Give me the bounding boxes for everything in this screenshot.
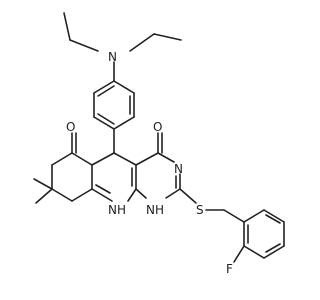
ring-nh-label: NH <box>146 203 164 217</box>
fluorobenzyl-group <box>205 209 285 263</box>
molecule-structure: N O O N S NH NH F <box>33 12 285 276</box>
amine-nitrogen-label: N <box>108 50 117 64</box>
atom-labels: N O O N S NH NH F <box>66 50 233 276</box>
pyrimidine-ring <box>135 132 197 204</box>
amide-oxygen-label: O <box>153 120 162 134</box>
sulfur-label: S <box>196 203 204 217</box>
molecule-canvas: N O O N S NH NH F <box>33 12 285 276</box>
cyclohexenone-ring <box>33 132 93 204</box>
ring-nitrogen-label: N <box>174 162 183 176</box>
central-ring <box>91 152 137 202</box>
fluorine-label: F <box>226 262 233 276</box>
diethylamino-group <box>63 12 182 82</box>
phenylene-ring <box>93 80 135 154</box>
ketone-oxygen-label: O <box>66 120 75 134</box>
bridge-nh-label: NH <box>108 203 126 217</box>
